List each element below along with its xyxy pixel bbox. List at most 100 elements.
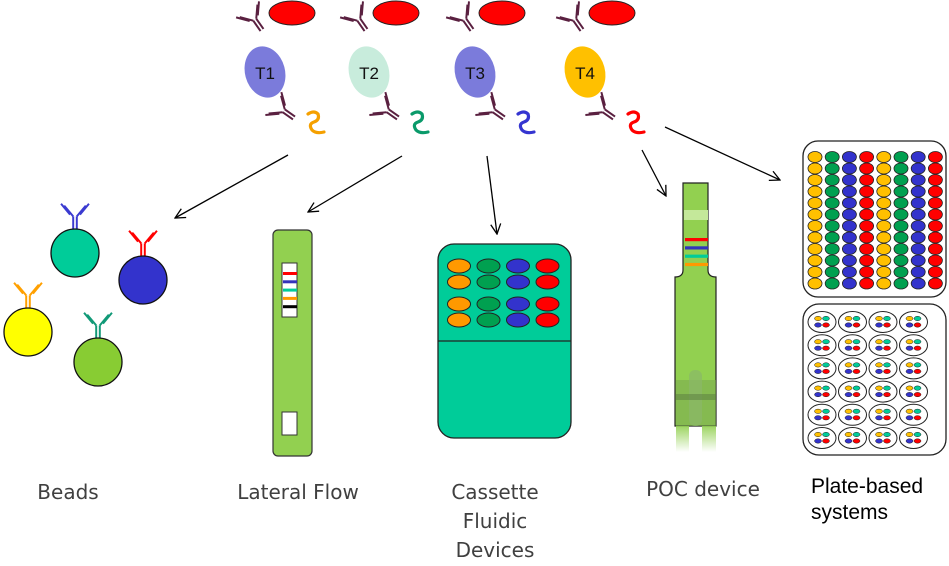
tag-squiggle [410,110,430,135]
spot [822,385,830,391]
spot [883,345,891,351]
spot [913,345,922,351]
detection-antibody-icon [369,91,400,121]
spot [875,368,883,374]
plate-well [842,197,857,209]
spot [844,438,853,444]
target-label: T3 [465,64,485,83]
plate-well [893,162,909,175]
spot [822,408,830,414]
spot [822,316,830,321]
spot [844,432,853,437]
cassette-well [535,296,560,312]
plate-well [859,197,874,209]
bead-antibody-icon [13,282,43,308]
spot [905,345,914,351]
spot [875,322,883,328]
multiplex-well [807,311,837,333]
spot [875,438,883,444]
spot [875,345,883,351]
spot [852,368,861,374]
well-outline [838,403,867,426]
well-outline [807,311,837,333]
plate-well [910,162,926,175]
spot [822,339,830,345]
label-plate-line-1: Plate-based [811,475,924,498]
spot [875,415,883,421]
plate-well [928,185,943,198]
poc-window-highlight [684,210,708,220]
spot [875,392,883,398]
spot [822,322,830,328]
well-outline [868,357,898,380]
plate-well [842,162,857,175]
well-outline [838,380,867,403]
spot [905,415,914,421]
plate-well [859,151,874,163]
arrow-to-plate [664,126,780,180]
spot [913,322,922,328]
well-outline [868,403,898,426]
multiplex-well [838,357,867,380]
poc-device [674,182,717,452]
spot [883,432,891,437]
plate-well [910,220,926,232]
plate-well [893,174,909,186]
multiplex-well [807,357,837,380]
cassette-well [476,274,501,290]
spot [814,415,822,421]
spot [875,385,883,391]
poc-test-line [685,246,708,250]
spot [913,438,922,444]
capture-antibody-icon [445,1,475,32]
spot [883,392,891,398]
test-line [283,296,297,300]
plate-well [910,151,926,163]
label-cassette-line-3: Devices [455,538,535,562]
plate-well [807,277,823,290]
spot [822,392,830,398]
well-outline [899,311,928,333]
plate-well [876,220,892,232]
capture-antibody-icon [235,1,265,32]
plate-well [807,243,823,255]
cassette-well [476,296,501,312]
multiplex-well [807,403,837,426]
spot [875,339,883,345]
label-lateral-flow: Lateral Flow [237,480,359,504]
plate-well [859,220,874,232]
label-cassette-line-2: Fluidic [462,509,528,533]
plate-well [859,185,874,198]
spot [852,385,861,391]
multiplex-well [868,357,898,380]
spot [814,385,822,391]
plate-well [859,208,874,221]
bead-antibody-icon [83,312,113,338]
spot [905,392,914,398]
poc-test-line [685,238,708,242]
detection-antibody-icon [585,91,616,121]
cassette-well [506,274,530,290]
well-outline [838,427,867,449]
plate-well [824,208,840,221]
plate-well [824,277,840,290]
plate-well [842,243,857,255]
cassette-well [506,312,530,328]
well-outline [868,311,898,333]
plate-well [859,266,874,278]
target-complex-1: T1 [235,0,326,135]
plate-well [910,185,926,198]
plate-well [842,220,857,232]
plate-well [928,197,943,209]
spot [822,415,830,421]
plate-well [910,266,926,278]
poc-test-line [685,254,708,258]
well-outline [899,403,928,426]
multiplex-well [899,311,928,333]
plate-well [876,197,892,209]
spot [814,316,822,321]
plate-well [910,231,926,244]
spot [822,438,830,444]
detection-antibody-icon [475,91,506,121]
cassette-well [476,312,501,328]
